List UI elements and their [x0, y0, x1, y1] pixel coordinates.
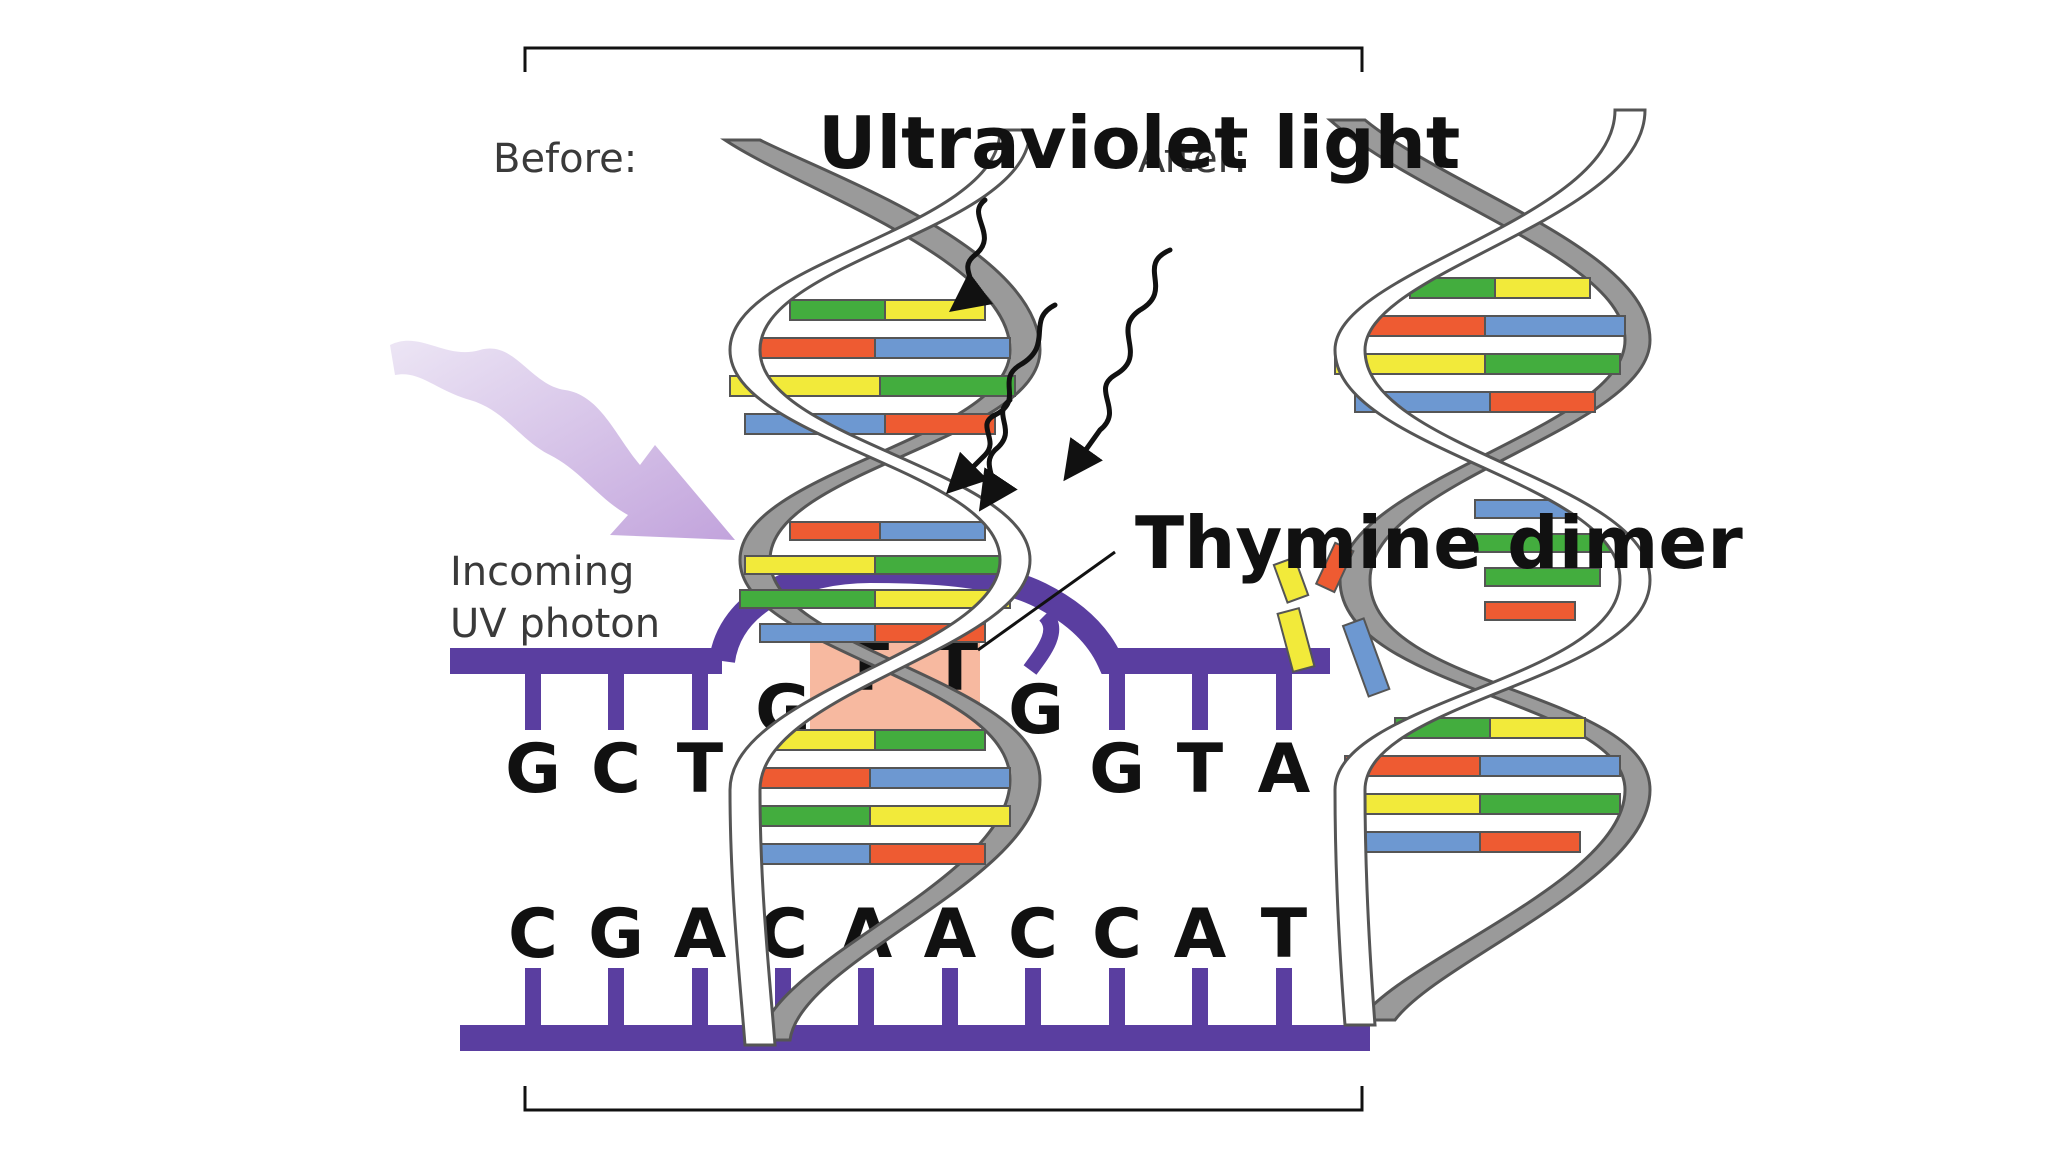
base-letter: T — [1177, 730, 1224, 809]
squiggle-arrow-icon — [945, 197, 1173, 512]
before-label: Before: — [493, 136, 637, 182]
base-sticks-bottom — [525, 968, 1292, 1030]
base-letter: A — [674, 895, 727, 974]
base-letter: C — [1008, 895, 1058, 974]
base-letter: T — [677, 730, 724, 809]
dimer-pointer-line — [977, 550, 1116, 652]
dna-helix-left — [720, 128, 1042, 1047]
incoming-photon-label-line1: Incoming — [450, 549, 634, 595]
bottom-bracket — [523, 1086, 1364, 1112]
after-label: After: — [1138, 136, 1247, 182]
base-letter: C — [1092, 895, 1142, 974]
base-letter: A — [1258, 730, 1311, 809]
base-letter: C — [508, 895, 558, 974]
base-letter: G — [505, 730, 561, 809]
wavy-arrow-icon — [390, 340, 735, 540]
incoming-photon-label-line2: UV photon — [450, 601, 660, 647]
base-sticks-top — [525, 668, 1292, 730]
base-letter: T — [1261, 895, 1308, 974]
dimerized-bases — [1272, 541, 1391, 698]
top-bracket — [523, 46, 1364, 72]
base-letter: G — [1089, 730, 1145, 809]
base-letter: C — [591, 730, 641, 809]
thymine-dimer-label: Thymine dimer — [1135, 501, 1743, 585]
base-letter: A — [1174, 895, 1227, 974]
base-letter: G — [588, 895, 644, 974]
ultraviolet-light-label: Ultraviolet light — [818, 101, 1460, 185]
dna-helix-right — [1272, 108, 1652, 1027]
